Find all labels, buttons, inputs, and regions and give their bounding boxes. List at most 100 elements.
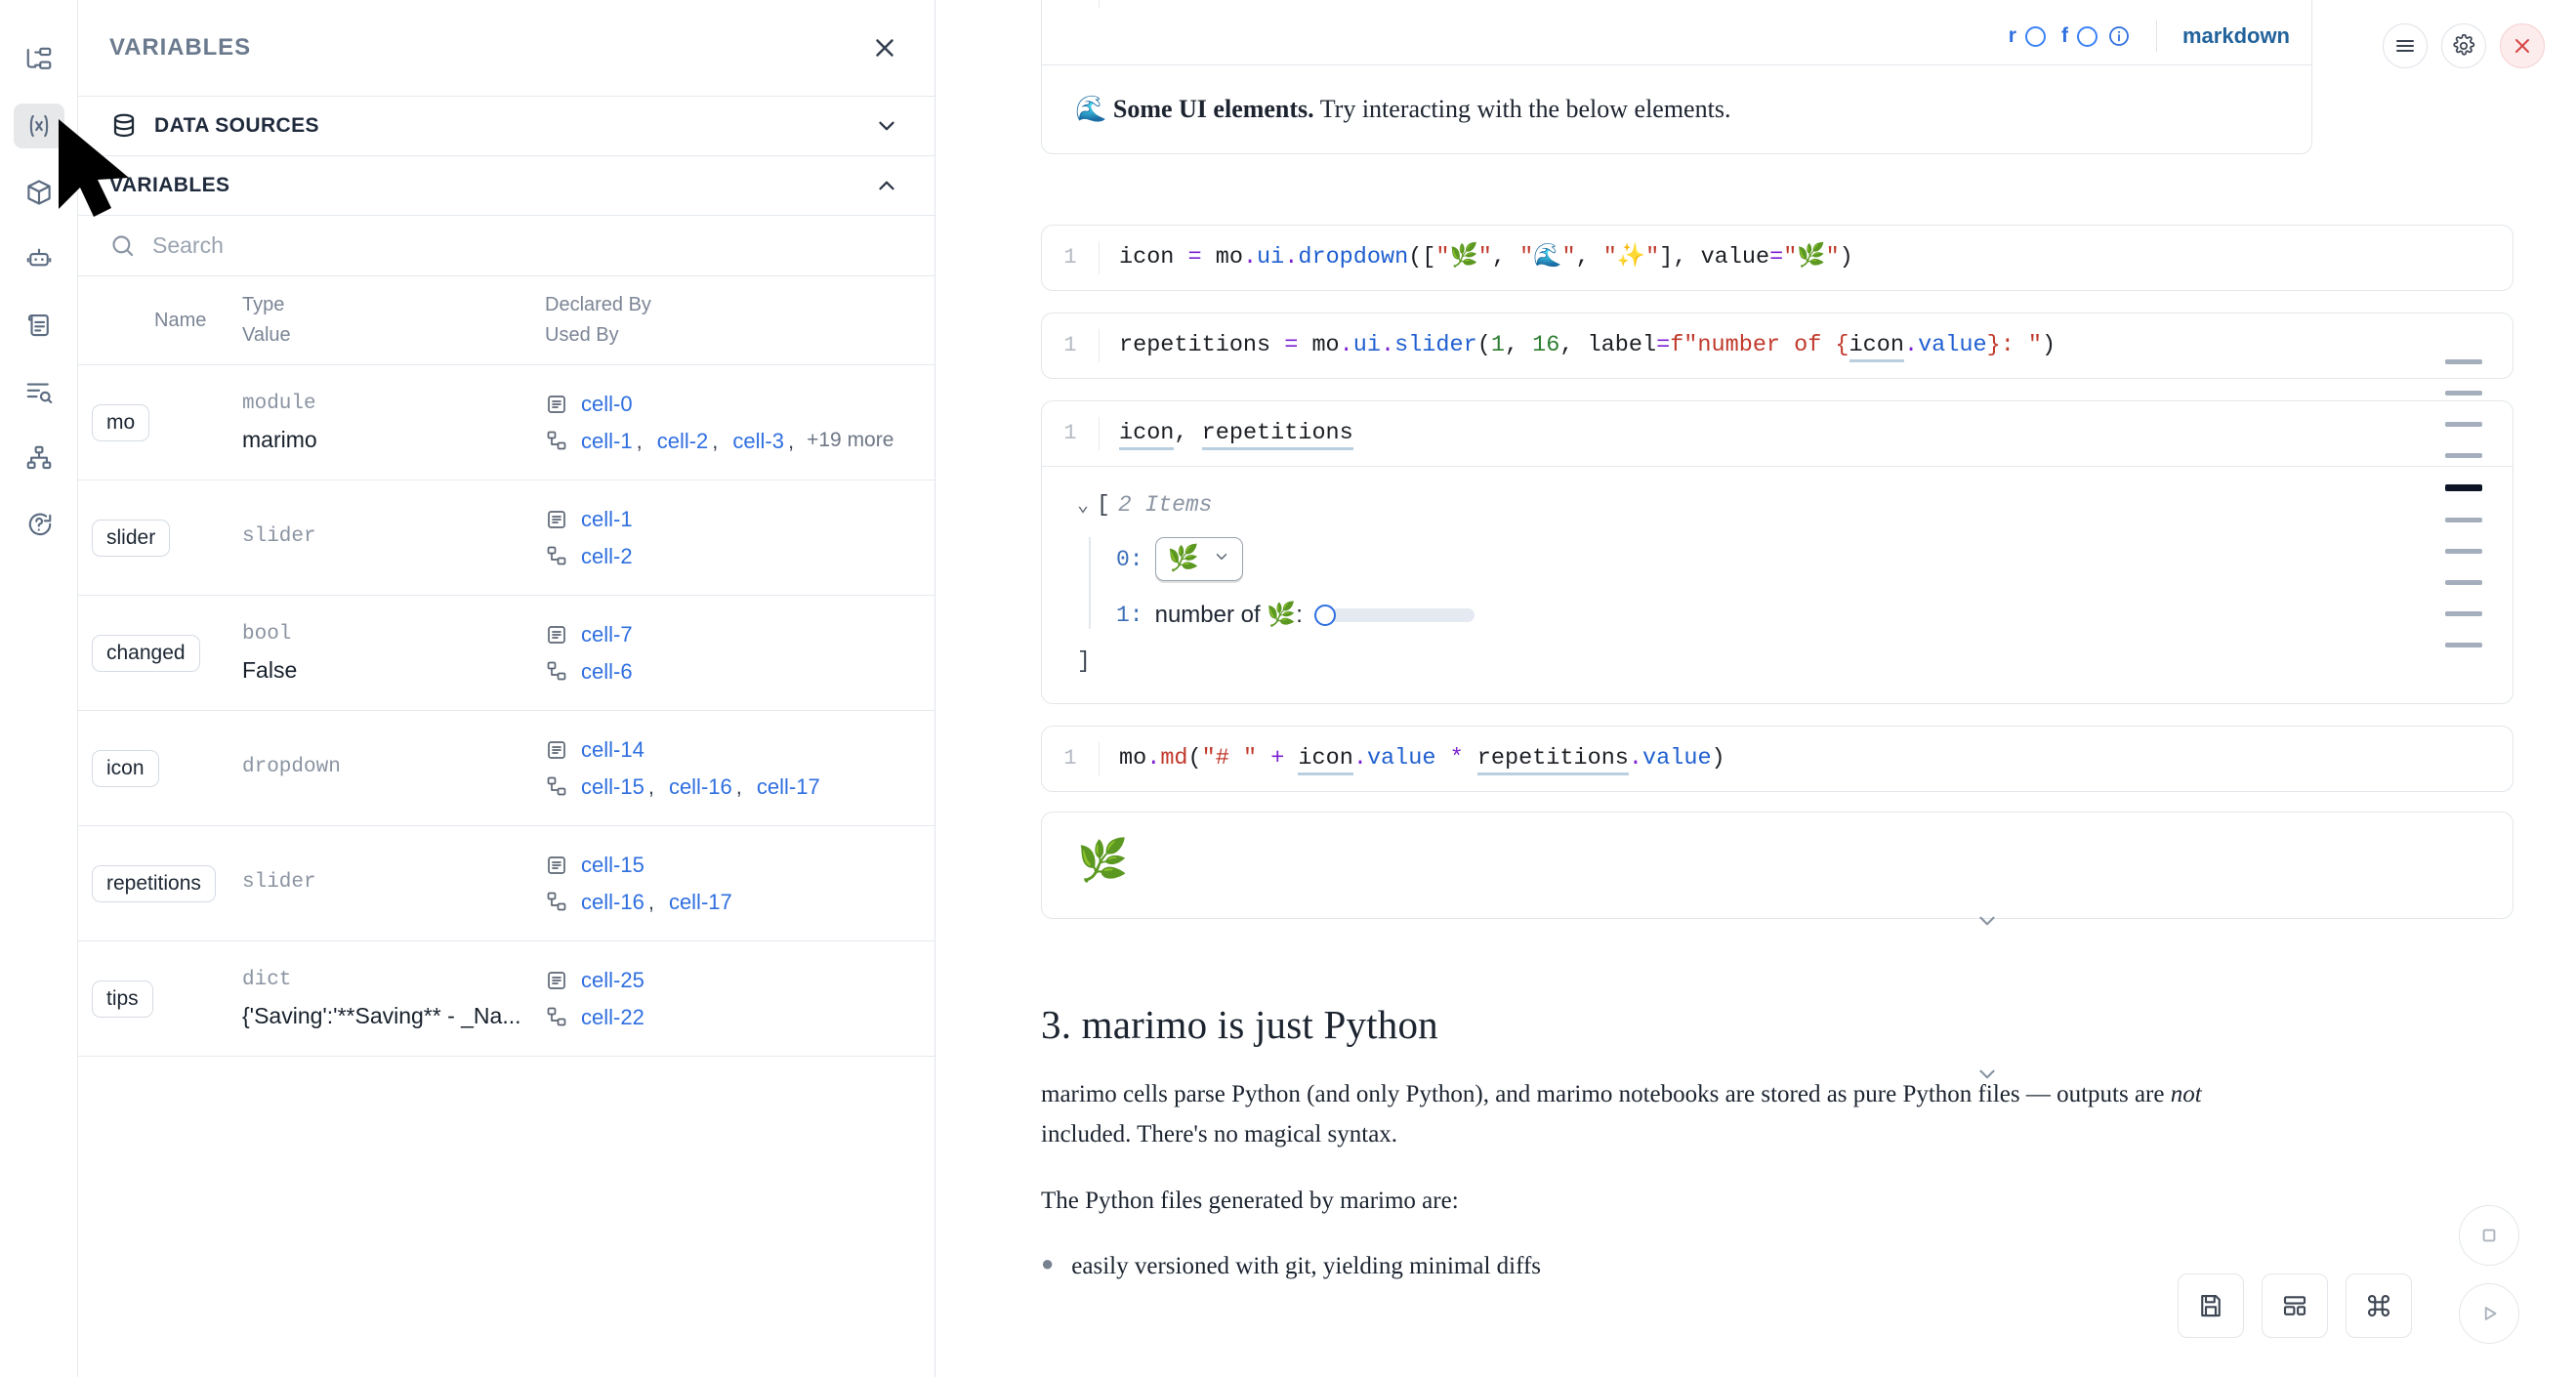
code-text-clipped[interactable]: """🌊 Some UI elements."" Try interacting… xyxy=(1099,0,2311,8)
variable-name-chip[interactable]: tips xyxy=(92,980,153,1018)
variable-name-chip[interactable]: slider xyxy=(92,519,171,557)
variables-icon[interactable] xyxy=(13,104,64,148)
markdown-output: 🌿 xyxy=(1041,812,2514,920)
minimap-mark[interactable] xyxy=(2445,643,2482,647)
section-paragraph-1: marimo cells parse Python (and only Pyth… xyxy=(1041,1075,2242,1154)
link-icon xyxy=(545,659,568,683)
more-cells-label[interactable]: +19 more xyxy=(807,429,894,452)
variable-name-chip[interactable]: repetitions xyxy=(92,864,216,902)
slider-track[interactable] xyxy=(1329,607,1475,622)
cell-link[interactable]: cell-2 xyxy=(581,543,633,568)
outline-search-icon[interactable] xyxy=(14,369,64,414)
play-icon[interactable] xyxy=(2459,1283,2519,1344)
gear-icon[interactable] xyxy=(2441,23,2486,68)
code-text[interactable]: icon, repetitions xyxy=(1099,417,2513,450)
section-data-sources[interactable]: DATA SOURCES xyxy=(78,97,935,156)
minimap-mark[interactable] xyxy=(2445,580,2482,585)
cell-link[interactable]: cell-1 xyxy=(581,428,633,453)
file-tree-icon[interactable] xyxy=(14,37,64,82)
list-header[interactable]: ⌄ [ 2 Items xyxy=(1077,492,1213,518)
minimap[interactable] xyxy=(2445,359,2482,647)
minimap-mark[interactable] xyxy=(2445,484,2482,491)
cell-link[interactable]: cell-0 xyxy=(581,392,633,417)
layout-icon[interactable] xyxy=(2262,1273,2328,1338)
code-editor[interactable]: 1 icon = mo.ui.dropdown(["🌿", "🌊", "✨"],… xyxy=(1041,225,2514,291)
search-input[interactable] xyxy=(152,232,903,259)
page-title: VARIABLES xyxy=(109,34,251,61)
section-label-variables: VARIABLES xyxy=(109,174,230,196)
package-icon[interactable] xyxy=(14,170,64,215)
toggle-r-ring[interactable] xyxy=(2024,25,2046,47)
cell-link[interactable]: cell-2 xyxy=(656,428,709,453)
code-editor[interactable]: 1 repetitions = mo.ui.slider(1, 16, labe… xyxy=(1041,313,2514,379)
code-text[interactable]: repetitions = mo.ui.slider(1, 16, label=… xyxy=(1099,329,2513,362)
cell-link[interactable]: cell-22 xyxy=(581,1004,644,1029)
list-item: 1: number of 🌿: xyxy=(1116,601,2477,629)
chevron-down-icon[interactable]: ⌄ xyxy=(1077,495,1090,518)
minimap-mark[interactable] xyxy=(2445,391,2482,396)
line-number: 1 xyxy=(1042,0,1099,8)
chevron-down-icon[interactable] xyxy=(1213,548,1230,571)
variable-value: marimo xyxy=(242,427,317,453)
save-icon[interactable] xyxy=(2178,1273,2244,1338)
code-cell-slider: 1 repetitions = mo.ui.slider(1, 16, labe… xyxy=(1041,313,2514,379)
slider-handle[interactable] xyxy=(1313,604,1336,626)
chevron-up-icon[interactable] xyxy=(874,173,899,198)
cell-link[interactable]: cell-16 xyxy=(581,889,644,914)
stop-icon[interactable] xyxy=(2459,1205,2519,1266)
toggle-f-ring[interactable] xyxy=(2076,25,2098,47)
variable-name-chip[interactable]: mo xyxy=(92,403,150,441)
cell-link[interactable]: cell-17 xyxy=(668,889,732,914)
dependency-graph-icon[interactable] xyxy=(14,436,64,480)
toggle-f[interactable]: f xyxy=(2061,24,2098,48)
cell-icon xyxy=(545,969,568,992)
cell-link[interactable]: cell-1 xyxy=(581,507,633,532)
close-icon[interactable] xyxy=(2500,23,2545,68)
cell-link[interactable]: cell-15 xyxy=(581,773,644,799)
code-text[interactable]: mo.md("# " + icon.value * repetitions.va… xyxy=(1099,742,2513,775)
chevron-down-icon[interactable] xyxy=(874,113,899,139)
cell-link[interactable]: cell-6 xyxy=(581,658,633,684)
minimap-mark[interactable] xyxy=(2445,611,2482,616)
cell-link[interactable]: cell-16 xyxy=(668,773,732,799)
minimap-mark[interactable] xyxy=(2445,549,2482,554)
help-icon[interactable] xyxy=(14,502,64,547)
cell-link[interactable]: cell-17 xyxy=(756,773,820,799)
cell-link[interactable]: cell-15 xyxy=(581,853,644,878)
minimap-mark[interactable] xyxy=(2445,453,2482,458)
cell-link[interactable]: cell-25 xyxy=(581,968,644,993)
info-icon[interactable] xyxy=(2107,24,2131,48)
code-editor[interactable]: 1 mo.md("# " + icon.value * repetitions.… xyxy=(1041,726,2514,792)
cell-link[interactable]: cell-14 xyxy=(581,737,644,763)
section-variables[interactable]: VARIABLES xyxy=(78,156,935,216)
robot-icon[interactable] xyxy=(14,236,64,281)
cell-language-label[interactable]: markdown xyxy=(2181,23,2290,48)
variable-name-chip[interactable]: changed xyxy=(92,634,200,672)
menu-icon[interactable] xyxy=(2383,23,2428,68)
close-icon[interactable] xyxy=(870,33,899,63)
slider-input[interactable] xyxy=(1313,604,1475,626)
collapse-cell-chevron-icon[interactable] xyxy=(1974,908,2000,934)
code-editor[interactable]: 1 icon, repetitions xyxy=(1042,401,2513,467)
scratchpad-icon[interactable] xyxy=(14,303,64,348)
cell-link[interactable]: cell-3 xyxy=(732,428,784,453)
collapse-section-chevron-icon[interactable] xyxy=(1974,1062,2000,1087)
code-text[interactable]: icon = mo.ui.dropdown(["🌿", "🌊", "✨"], v… xyxy=(1099,241,2513,274)
cell-link[interactable]: cell-7 xyxy=(581,622,633,647)
command-icon[interactable] xyxy=(2346,1273,2412,1338)
variable-name-chip[interactable]: icon xyxy=(92,749,159,787)
variable-name-cell: mo xyxy=(78,403,242,441)
minimap-mark[interactable] xyxy=(2445,359,2482,364)
minimap-mark[interactable] xyxy=(2445,518,2482,522)
minimap-mark[interactable] xyxy=(2445,422,2482,427)
list-item-index: 0: xyxy=(1116,546,1143,572)
toggle-r[interactable]: r xyxy=(2009,24,2046,48)
dropdown-input[interactable]: 🌿 xyxy=(1154,537,1243,581)
